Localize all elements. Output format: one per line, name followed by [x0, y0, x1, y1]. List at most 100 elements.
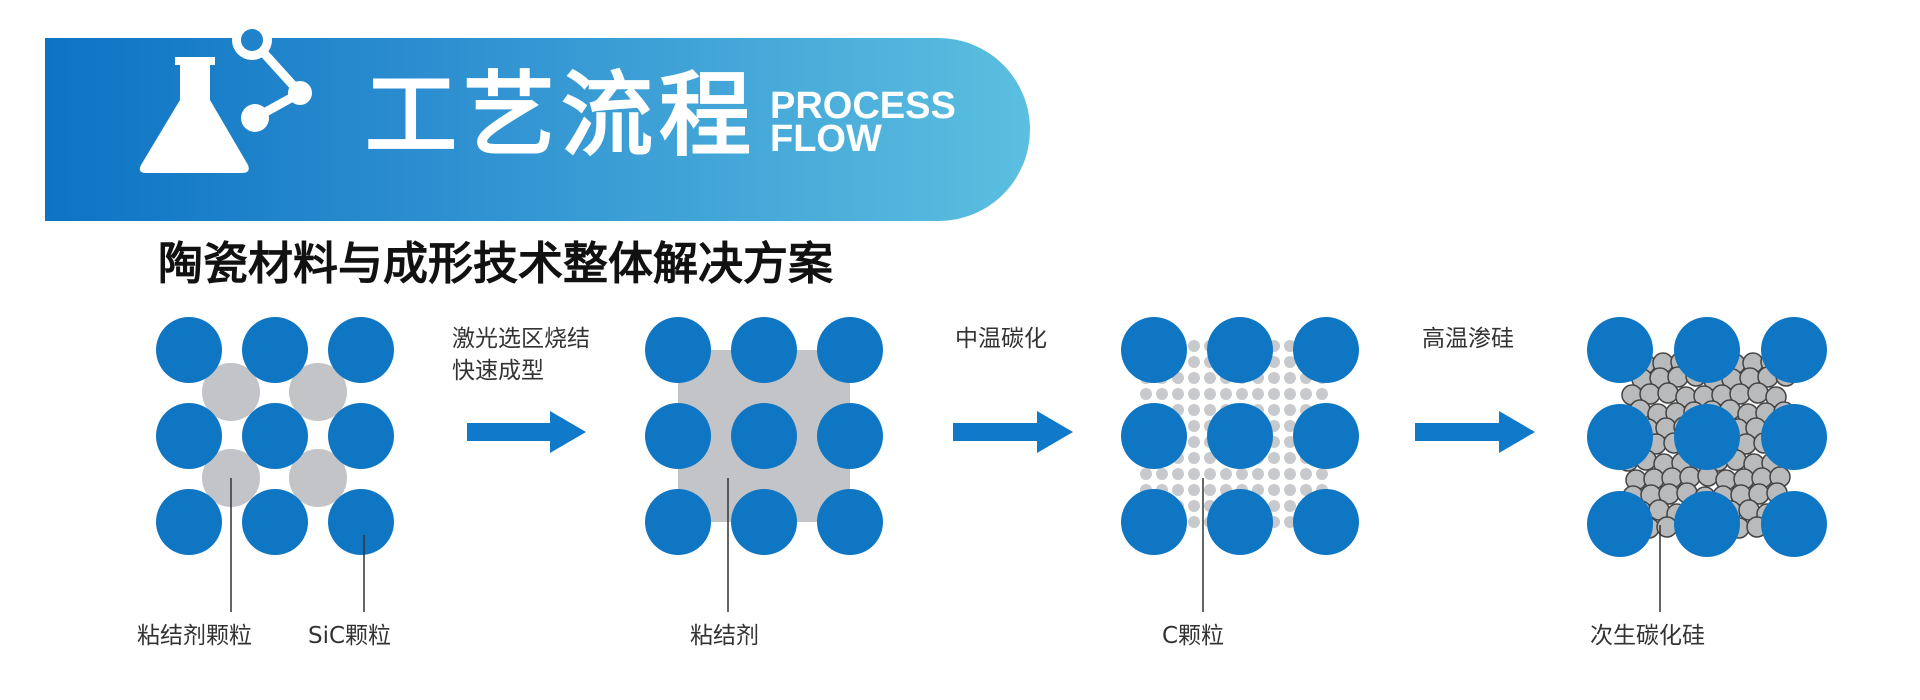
- c-particle: [1188, 436, 1200, 448]
- stage-siliconized: [1587, 317, 1827, 557]
- c-particle: [1268, 500, 1280, 512]
- step-label-sls: 激光选区烧结 快速成型: [452, 323, 590, 387]
- c-particle: [1188, 484, 1200, 496]
- sic-particle: [817, 317, 883, 383]
- c-particle: [1268, 388, 1280, 400]
- c-particle: [1204, 388, 1216, 400]
- c-particle: [1284, 484, 1296, 496]
- step-label-carbonization: 中温碳化: [955, 326, 1047, 352]
- c-particle: [1204, 404, 1216, 416]
- c-particle: [1268, 452, 1280, 464]
- c-particle: [1300, 388, 1312, 400]
- c-particle: [1172, 468, 1184, 480]
- binder-particle: [289, 363, 347, 421]
- c-particle: [1204, 452, 1216, 464]
- c-particle: [1284, 516, 1296, 528]
- c-particle: [1236, 468, 1248, 480]
- sic-particle: [1293, 489, 1359, 555]
- c-particle: [1300, 484, 1312, 496]
- c-particle: [1268, 404, 1280, 416]
- sic-particle: [1761, 491, 1827, 557]
- banner-title: 工艺流程: [365, 62, 758, 169]
- banner-title-en-line2: FLOW: [770, 118, 882, 160]
- c-particle: [1156, 468, 1168, 480]
- sic-particle: [328, 489, 394, 555]
- process-arrow: [1415, 411, 1535, 453]
- c-particle: [1204, 372, 1216, 384]
- sic-particle: [156, 489, 222, 555]
- secondary-sic-particle: [1657, 382, 1679, 404]
- c-particle: [1156, 388, 1168, 400]
- c-particle: [1284, 372, 1296, 384]
- c-particle: [1172, 484, 1184, 496]
- sic-particle: [1674, 491, 1740, 557]
- label-sic-particle: SiC颗粒: [308, 623, 392, 649]
- c-particle: [1188, 452, 1200, 464]
- sic-particle: [731, 403, 797, 469]
- sic-particle: [731, 489, 797, 555]
- c-particle: [1188, 404, 1200, 416]
- c-particle: [1220, 388, 1232, 400]
- c-particle: [1268, 372, 1280, 384]
- c-particle: [1188, 420, 1200, 432]
- sic-particle: [1207, 489, 1273, 555]
- sic-particle: [645, 403, 711, 469]
- c-particle: [1316, 388, 1328, 400]
- sic-particle: [817, 403, 883, 469]
- c-particle: [1268, 468, 1280, 480]
- sic-particle: [1293, 403, 1359, 469]
- process-arrow: [467, 411, 586, 453]
- step-label-sls-line2: 快速成型: [452, 358, 544, 384]
- sic-particle: [328, 317, 394, 383]
- sic-particle: [156, 403, 222, 469]
- c-particle: [1188, 340, 1200, 352]
- label-c-particle: C颗粒: [1162, 623, 1225, 649]
- sic-particle: [1121, 403, 1187, 469]
- c-particle: [1284, 404, 1296, 416]
- process-arrow: [953, 411, 1073, 453]
- sic-particle: [1293, 317, 1359, 383]
- banner-title-en: PROCESS FLOW: [770, 85, 956, 160]
- c-particle: [1204, 484, 1216, 496]
- c-particle: [1268, 484, 1280, 496]
- c-particle: [1284, 356, 1296, 368]
- sic-particle: [1587, 317, 1653, 383]
- sic-particle: [645, 317, 711, 383]
- c-particle: [1284, 500, 1296, 512]
- label-binder: 粘结剂: [690, 623, 759, 649]
- sic-particle: [1587, 491, 1653, 557]
- sic-particle: [1674, 404, 1740, 470]
- sic-particle: [1761, 404, 1827, 470]
- stage-raw-powder: [156, 317, 394, 555]
- sic-particle: [242, 489, 308, 555]
- sic-particle: [1674, 317, 1740, 383]
- c-particle: [1284, 436, 1296, 448]
- c-particle: [1188, 468, 1200, 480]
- secondary-sic-particle: [1747, 382, 1769, 404]
- stage-carbonized: [1121, 317, 1359, 555]
- step-label-sls-line1: 激光选区烧结: [452, 326, 590, 352]
- c-particle: [1284, 452, 1296, 464]
- c-particle: [1316, 468, 1328, 480]
- page-subtitle: 陶瓷材料与成形技术整体解决方案: [158, 237, 834, 290]
- c-particle: [1204, 468, 1216, 480]
- c-particle: [1188, 500, 1200, 512]
- c-particle: [1252, 388, 1264, 400]
- sic-particle: [156, 317, 222, 383]
- c-particle: [1140, 388, 1152, 400]
- c-particle: [1284, 340, 1296, 352]
- process-arrows: [467, 411, 1535, 453]
- sic-particle: [1207, 317, 1273, 383]
- sic-particle: [1121, 317, 1187, 383]
- sic-particle: [1121, 489, 1187, 555]
- sic-particle: [1207, 403, 1273, 469]
- c-particle: [1140, 468, 1152, 480]
- c-particle: [1284, 420, 1296, 432]
- step-label-siliconizing: 高温渗硅: [1422, 326, 1514, 352]
- banner-title-en-line1: PROCESS: [770, 85, 956, 127]
- sic-particle: [1761, 317, 1827, 383]
- stage-sintered-preform: [645, 317, 883, 555]
- c-particle: [1220, 468, 1232, 480]
- sic-particle: [645, 489, 711, 555]
